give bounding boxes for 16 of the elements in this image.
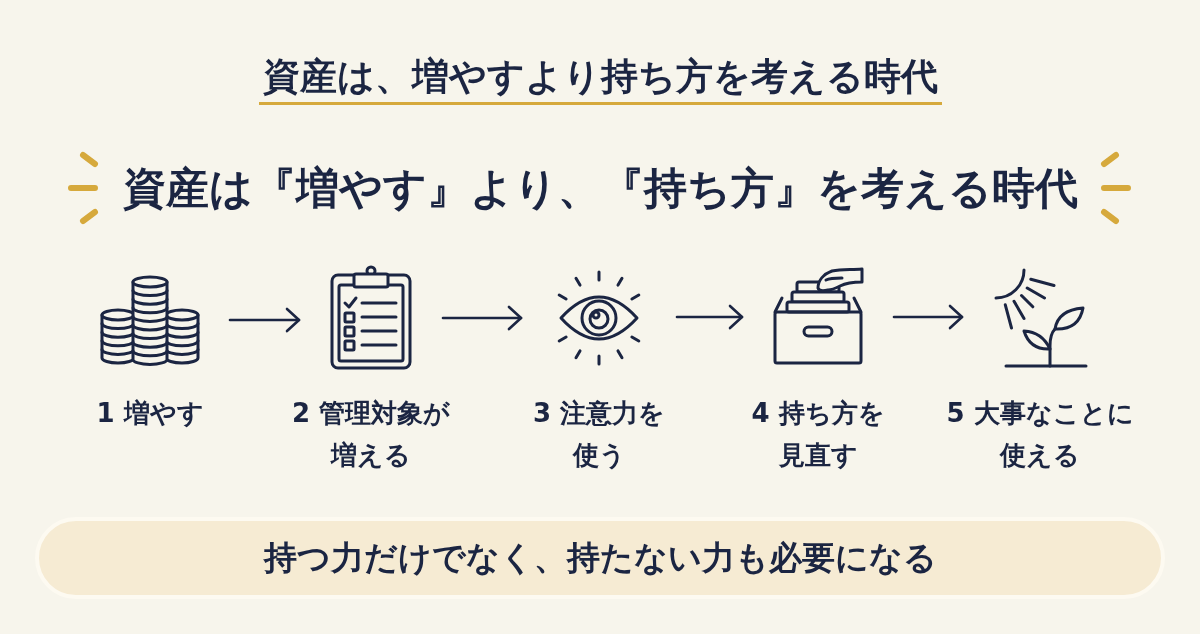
clipboard-icon bbox=[329, 265, 413, 371]
arrow bbox=[675, 304, 744, 330]
step-label: 3 注意力を使う bbox=[531, 397, 667, 472]
title: 資産は、増やすより持ち方を考える時代 bbox=[258, 55, 942, 105]
file-box-icon bbox=[772, 266, 864, 366]
coin-stack-icon bbox=[100, 275, 200, 369]
step-label: 1 増やす bbox=[95, 397, 205, 430]
arrow bbox=[441, 305, 523, 331]
step-label: 4 持ち方を見直す bbox=[750, 397, 886, 472]
step-label: 5 大事なことに使える bbox=[945, 397, 1135, 472]
headline: 資産は『増やす』より、『持ち方』を考える時代 bbox=[122, 162, 1078, 215]
step-label: 2 管理対象が増える bbox=[290, 397, 452, 472]
arrow bbox=[892, 304, 964, 330]
plant-icon bbox=[992, 266, 1088, 370]
arrow bbox=[228, 307, 301, 333]
message-band: 持つ力だけでなく、持たない力も必要になる bbox=[35, 517, 1165, 599]
